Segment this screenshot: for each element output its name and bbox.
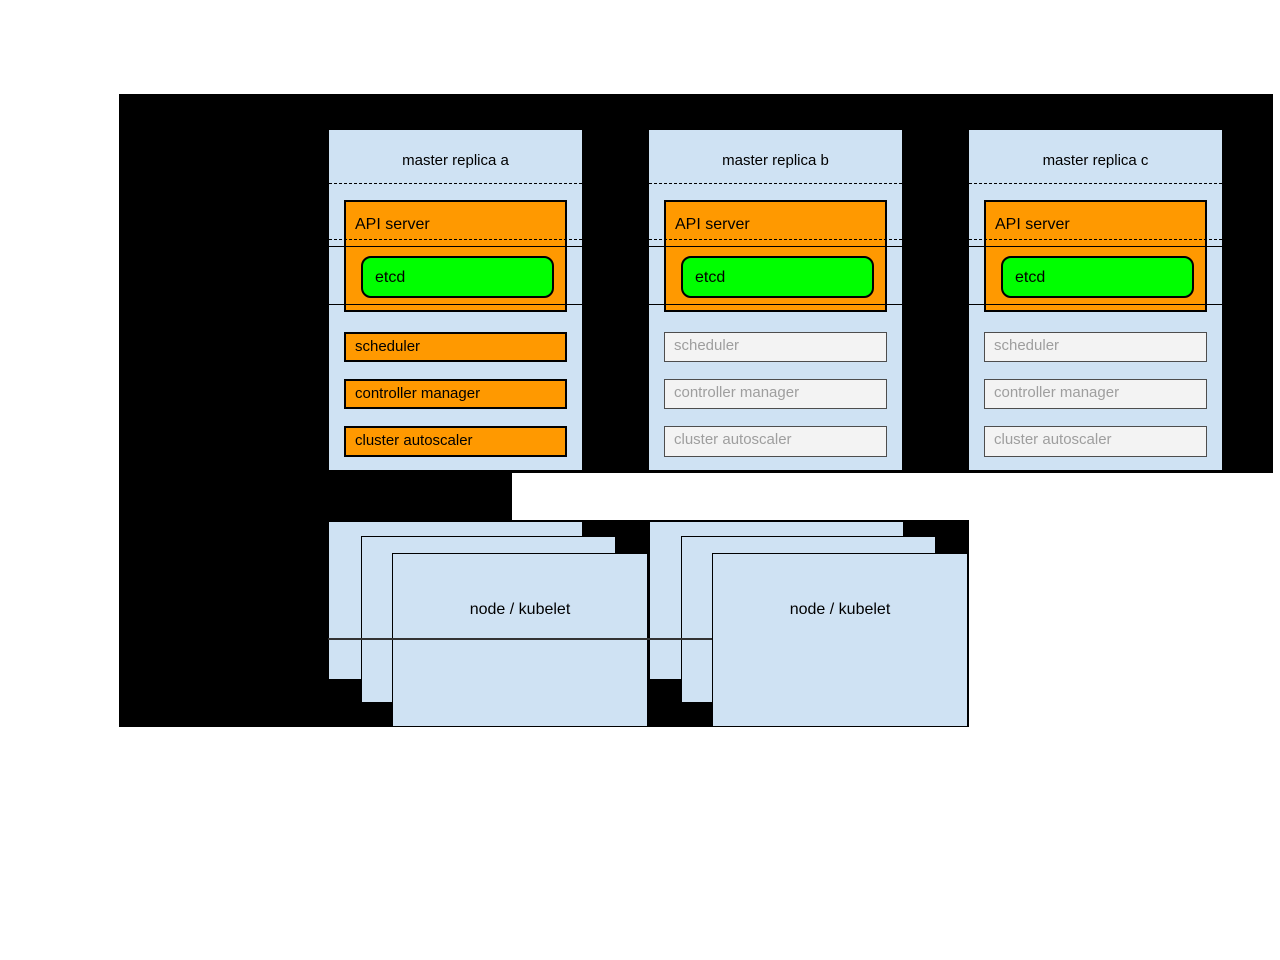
scheduler-box: scheduler bbox=[344, 332, 567, 362]
controller-manager-box-inactive: controller manager bbox=[664, 379, 887, 409]
zone-divider-solid-top bbox=[329, 246, 582, 247]
master-replica-b-box: master replica b API server etcd schedul… bbox=[648, 129, 903, 471]
node-kubelet-label: node / kubelet bbox=[469, 601, 571, 618]
zone-divider-dashed-top bbox=[649, 183, 902, 184]
etcd-label: etcd bbox=[1015, 269, 1046, 286]
scheduler-box-inactive: scheduler bbox=[984, 332, 1207, 362]
zone-divider-dashed-top bbox=[969, 183, 1222, 184]
background-plate-band bbox=[119, 473, 512, 520]
etcd-box: etcd bbox=[681, 256, 874, 298]
master-replica-c-box: master replica c API server etcd schedul… bbox=[968, 129, 1223, 471]
cluster-autoscaler-box-inactive: cluster autoscaler bbox=[984, 426, 1207, 457]
zone-divider-solid-top bbox=[649, 246, 902, 247]
controller-manager-box-inactive: controller manager bbox=[984, 379, 1207, 409]
api-server-label: API server bbox=[675, 216, 750, 233]
scheduler-box-inactive: scheduler bbox=[664, 332, 887, 362]
etcd-box: etcd bbox=[1001, 256, 1194, 298]
zone-divider-solid-bottom bbox=[329, 304, 582, 305]
zone-boundary-line bbox=[328, 638, 712, 640]
api-server-label: API server bbox=[355, 216, 430, 233]
master-replica-b-title: master replica b bbox=[722, 152, 829, 169]
node-stack2-front-box: node / kubelet bbox=[712, 553, 968, 727]
controller-manager-box: controller manager bbox=[344, 379, 567, 409]
node-stack1-front-box: node / kubelet bbox=[392, 553, 648, 727]
cluster-autoscaler-box: cluster autoscaler bbox=[344, 426, 567, 457]
master-replica-c-title: master replica c bbox=[1042, 152, 1149, 169]
etcd-label: etcd bbox=[695, 269, 726, 286]
master-replica-a-title: master replica a bbox=[402, 152, 509, 169]
zone-divider-dashed-mid bbox=[649, 239, 902, 240]
zone-divider-dashed-mid bbox=[329, 239, 582, 240]
zone-divider-dashed-mid bbox=[969, 239, 1222, 240]
zone-divider-dashed-top bbox=[329, 183, 582, 184]
etcd-box: etcd bbox=[361, 256, 554, 298]
zone-divider-solid-top bbox=[969, 246, 1222, 247]
etcd-label: etcd bbox=[375, 269, 406, 286]
zone-divider-solid-bottom bbox=[649, 304, 902, 305]
zone-divider-solid-bottom bbox=[969, 304, 1222, 305]
node-kubelet-label: node / kubelet bbox=[789, 601, 891, 618]
api-server-label: API server bbox=[995, 216, 1070, 233]
cluster-autoscaler-box-inactive: cluster autoscaler bbox=[664, 426, 887, 457]
master-replica-a-box: master replica a API server etcd schedul… bbox=[328, 129, 583, 471]
